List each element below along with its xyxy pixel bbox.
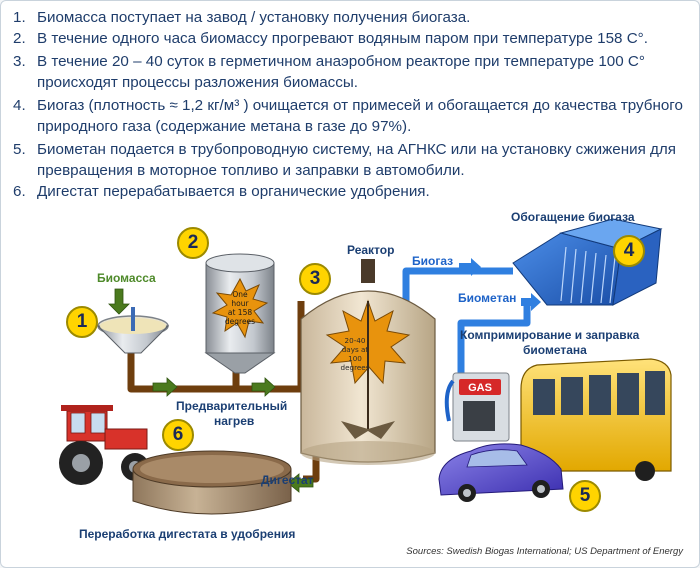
heater-text-3: at 158: [228, 308, 252, 317]
badge-1: 1: [66, 306, 98, 338]
step-number: 5.: [13, 141, 26, 158]
step-text: Биомасса поступает на завод / установку …: [37, 9, 471, 26]
tractor-icon: [59, 405, 149, 485]
preheat-label-1: Предварительный: [176, 399, 288, 413]
biogas-label: Биогаз: [412, 254, 454, 268]
step-text: Биометан подается в трубопроводную систе…: [37, 141, 676, 179]
biomethane-arrow-icon: [521, 293, 541, 311]
car-icon: [438, 443, 564, 502]
flow-arrows: [108, 288, 314, 493]
preheat-label-2: нагрев: [214, 414, 255, 428]
heater-text-1: One: [232, 290, 248, 299]
step-number: 1.: [13, 9, 26, 26]
badge-2: 2: [177, 227, 209, 259]
step-4: 4. Биогаз (плотность ≈ 1,2 кг/м³ ) очищае…: [11, 95, 696, 137]
badge-4: 4: [613, 235, 645, 267]
recycle-label: Переработка дигестата в удобрения: [79, 527, 296, 541]
biogas-arrow-icon: [459, 258, 481, 276]
biomass-funnel-icon: [96, 307, 170, 354]
compress-label-2: биометана: [523, 343, 587, 357]
step-3: 3. В течение 20 – 40 суток в герметичном …: [11, 51, 696, 93]
digestate-label: Дигестат: [261, 473, 314, 487]
reactor-text-4: degrees: [341, 363, 370, 372]
upgrade-label: Обогащение биогаза: [511, 210, 635, 224]
biomethane-label: Биометан: [458, 291, 517, 305]
step-number: 2.: [13, 30, 26, 47]
bus-icon: [520, 358, 672, 481]
reactor-tank-icon: 20-40 days at 100 degrees: [300, 259, 436, 465]
step-text: В течение 20 – 40 суток в герметичном ан…: [37, 53, 645, 91]
process-steps-list: 1. Биомасса поступает на завод / установк…: [11, 7, 696, 202]
reactor-label: Реактор: [347, 243, 395, 257]
digestate-tank-icon: [132, 450, 292, 515]
gas-pump-icon: GAS: [444, 372, 510, 442]
badge-3: 3: [299, 263, 331, 295]
biomass-label: Биомасса: [97, 271, 156, 285]
step-number: 4.: [13, 97, 26, 114]
heater-tank-icon: One hour at 158 degrees: [204, 253, 276, 374]
step-text: В течение одного часа биомассу прогреваю…: [37, 30, 648, 47]
badge-5: 5: [569, 480, 601, 512]
step-6: 6. Дигестат перерабатывается в органическ…: [11, 181, 696, 202]
heater-text-2: hour: [231, 299, 249, 308]
step-5: 5. Биометан подается в трубопроводную сис…: [11, 139, 696, 181]
step-1: 1. Биомасса поступает на завод / установк…: [11, 7, 696, 28]
step-number: 3.: [13, 53, 26, 70]
step-2: 2. В течение одного часа биомассу прогрев…: [11, 28, 696, 49]
step-text: Дигестат перерабатывается в органические…: [37, 183, 430, 200]
badge-6: 6: [162, 419, 194, 451]
source-credit: Sources: Swedish Biogas International; U…: [406, 546, 683, 557]
compress-label-1: Компримирование и заправка: [460, 328, 640, 342]
reactor-text-2: days at: [342, 345, 369, 354]
reactor-text-1: 20-40: [345, 336, 366, 345]
step-number: 6.: [13, 183, 26, 200]
reactor-text-3: 100: [348, 354, 362, 363]
step-text: Биогаз (плотность ≈ 1,2 кг/м³ ) очищаетс…: [37, 97, 683, 135]
gas-pipes: [402, 267, 531, 373]
pump-sign: GAS: [468, 382, 492, 394]
heater-text-4: degrees: [225, 317, 255, 326]
